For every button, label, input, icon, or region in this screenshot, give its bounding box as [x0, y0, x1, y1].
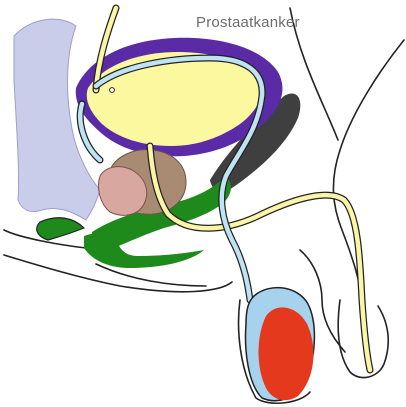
- rectum: [14, 19, 100, 220]
- thigh-outline: [333, 40, 404, 302]
- ureter-opening: [110, 88, 115, 93]
- perineum-outline: [96, 264, 206, 286]
- perineal-fold: [37, 218, 84, 240]
- testis: [259, 307, 314, 400]
- diagram-title: Prostaatkanker: [196, 14, 300, 31]
- urethra-muscle-lower: [84, 233, 204, 268]
